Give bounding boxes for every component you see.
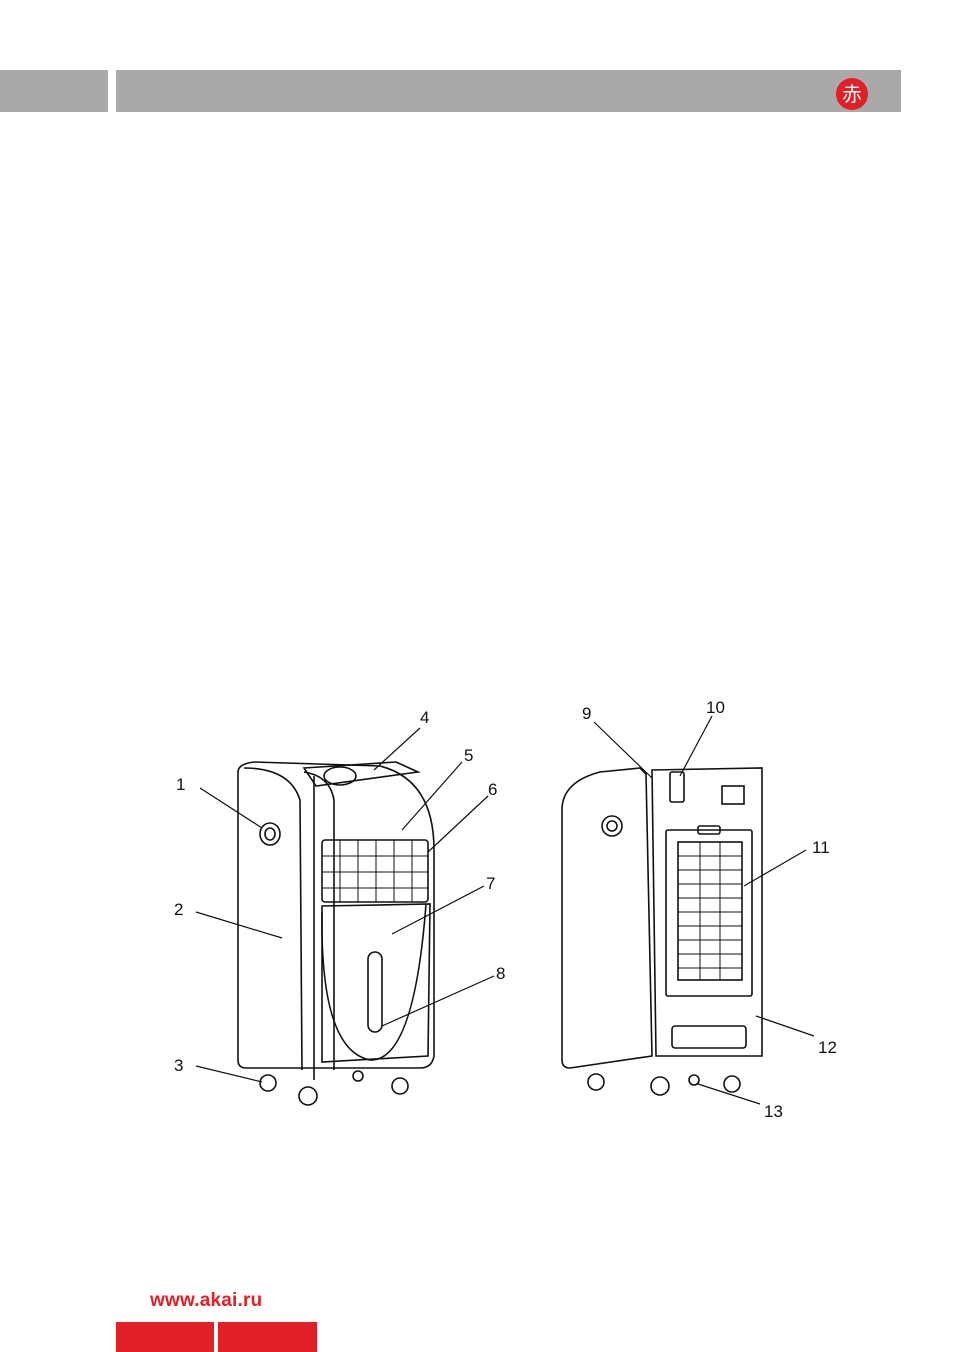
callout-10: 10 <box>706 698 725 718</box>
callout-9: 9 <box>582 704 591 724</box>
callout-8: 8 <box>496 964 505 984</box>
header-bar <box>116 70 901 112</box>
footer-bar-right <box>218 1322 317 1352</box>
front-unit-body <box>238 762 434 1068</box>
callout-3: 3 <box>174 1056 183 1076</box>
callout-13: 13 <box>764 1102 783 1122</box>
callout-7: 7 <box>486 874 495 894</box>
header-bar-left <box>0 70 108 112</box>
air-cooler-illustration <box>0 690 953 1130</box>
callout-5: 5 <box>464 746 473 766</box>
brand-logo-icon: 赤 <box>836 78 868 110</box>
callout-4: 4 <box>420 708 429 728</box>
website-link[interactable]: www.akai.ru <box>150 1290 262 1312</box>
callout-12: 12 <box>818 1038 837 1058</box>
back-unit-body <box>562 768 652 1068</box>
footer-bar-left <box>116 1322 214 1352</box>
callout-11: 11 <box>812 838 830 858</box>
callout-2: 2 <box>174 900 183 920</box>
product-diagram: 1 2 3 4 5 6 7 8 9 10 11 12 13 <box>0 690 953 1130</box>
callout-6: 6 <box>488 780 497 800</box>
callout-1: 1 <box>176 775 185 795</box>
